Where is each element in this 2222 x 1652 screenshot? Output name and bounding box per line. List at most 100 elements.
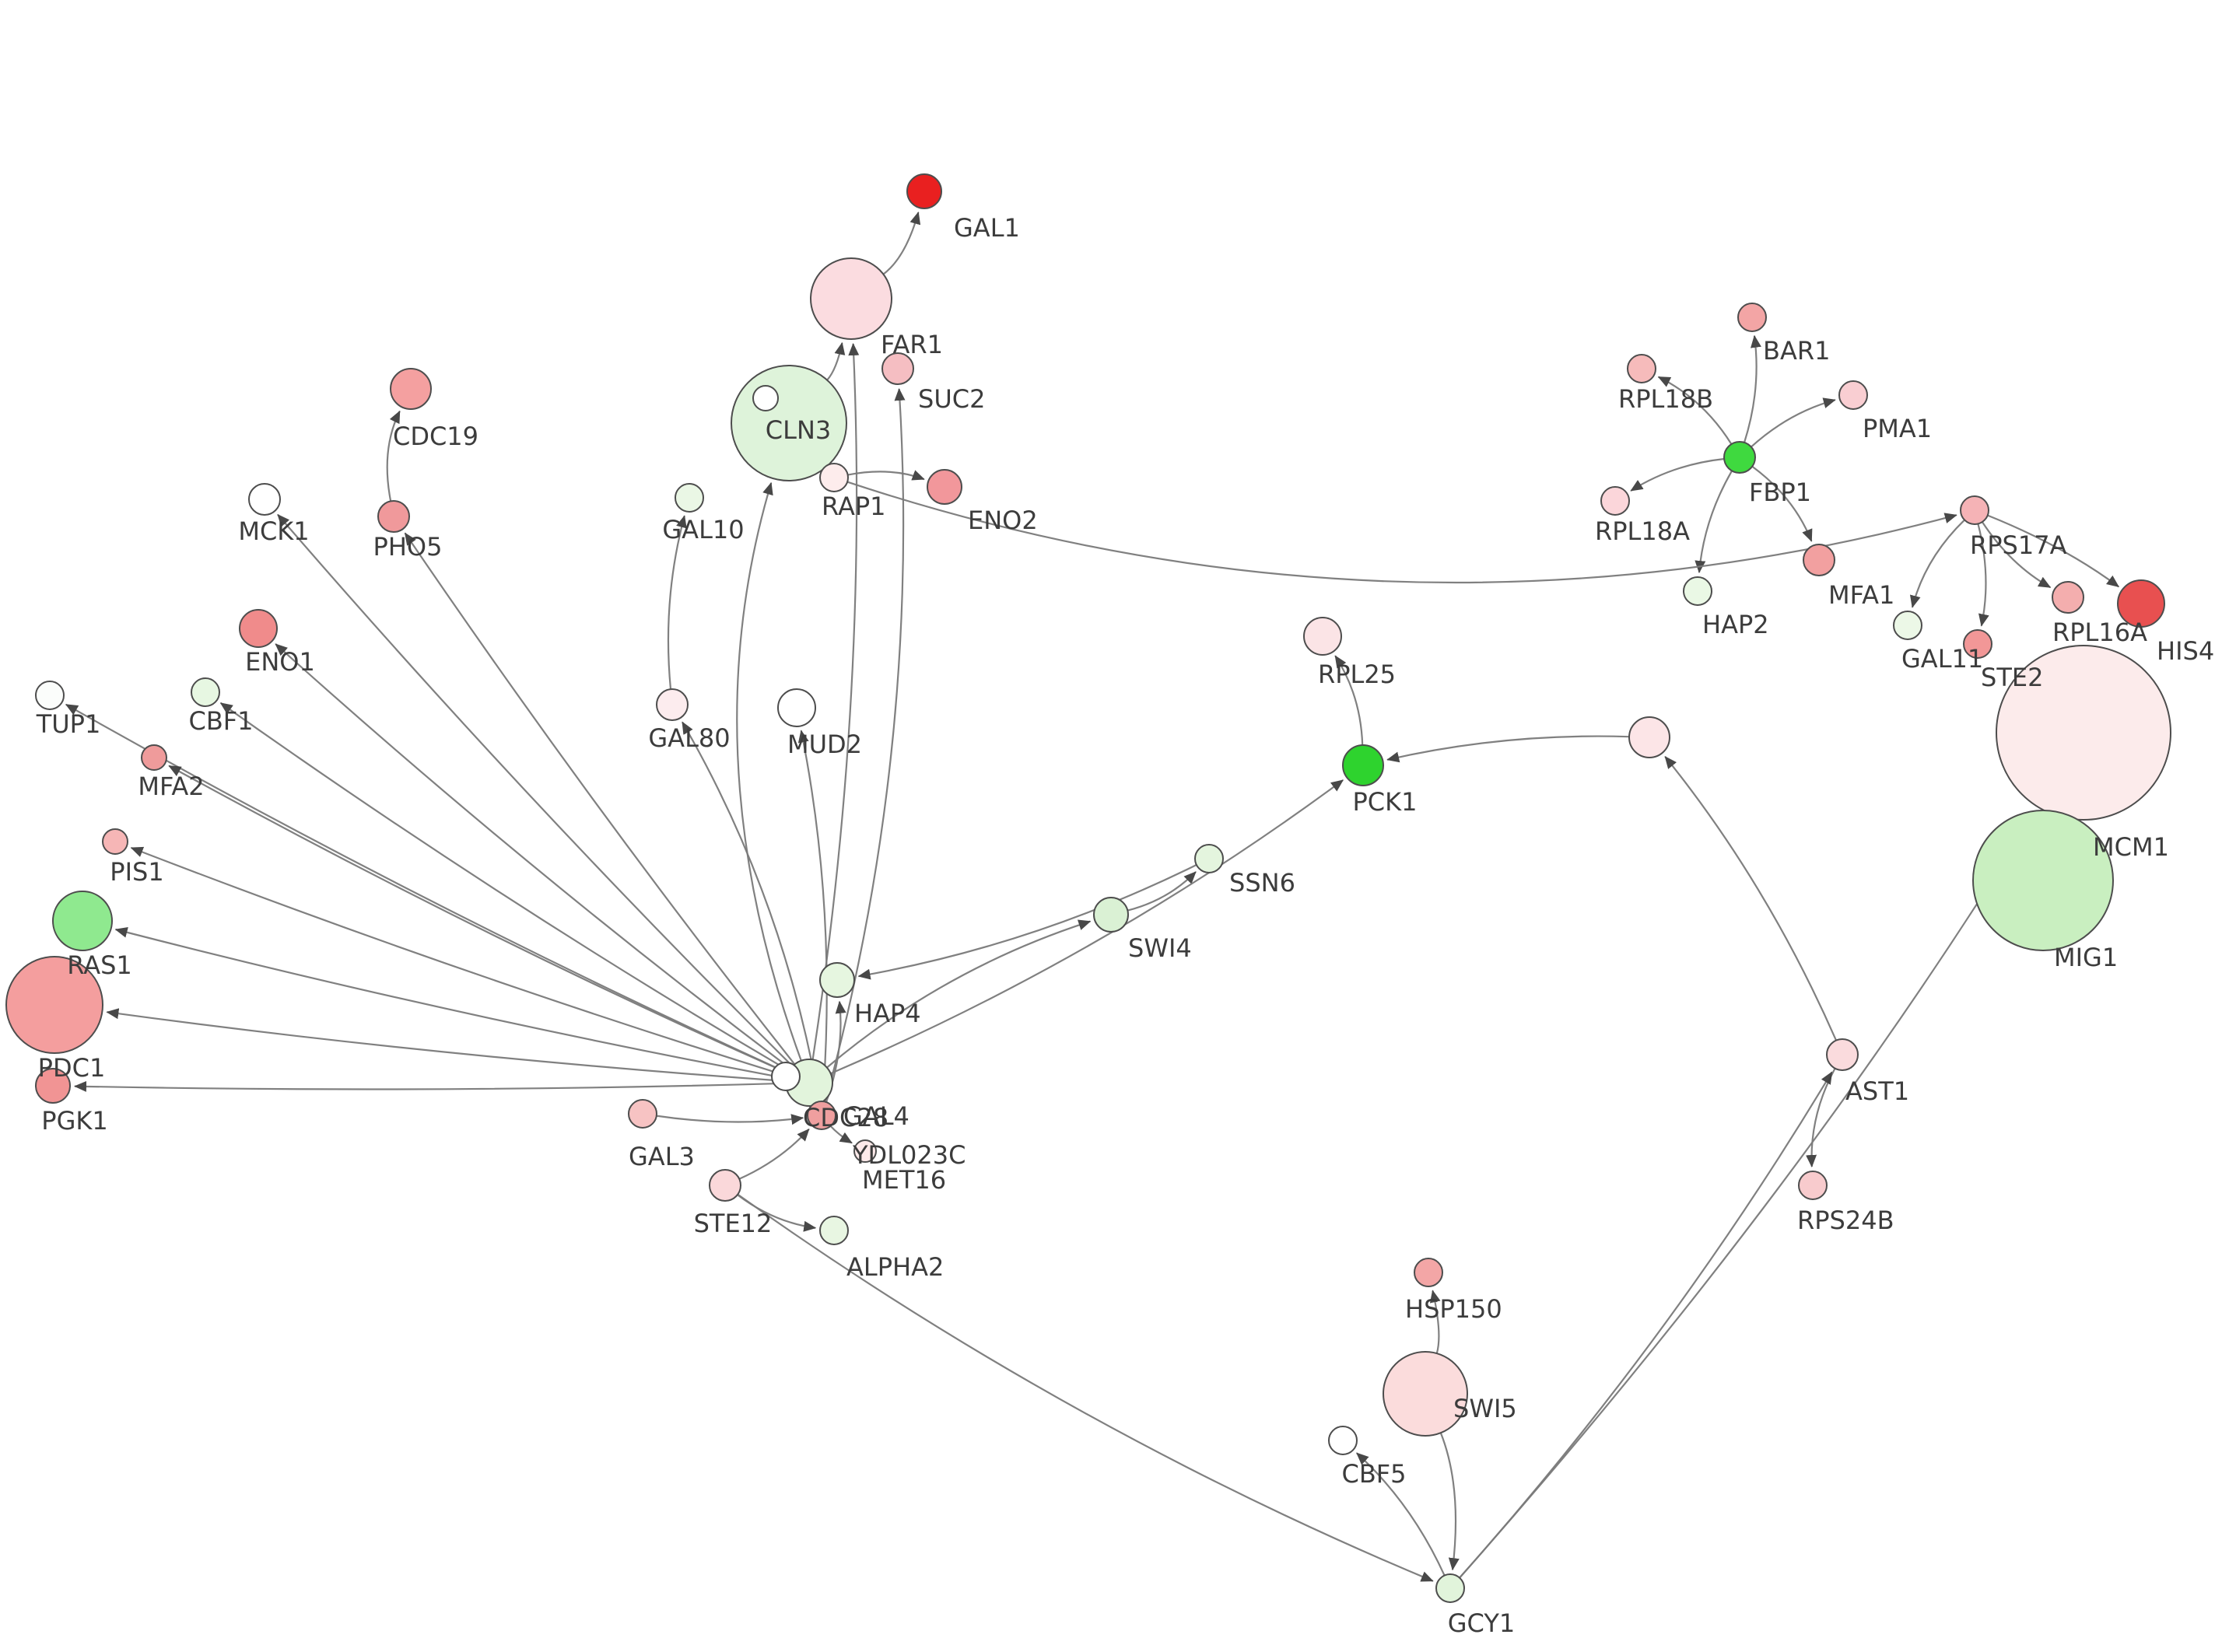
- node-RPL25[interactable]: [1303, 617, 1342, 656]
- node-RPS24B[interactable]: [1798, 1171, 1828, 1200]
- edge-GAL80-GAL10: [667, 515, 687, 690]
- edge-FBP1-HAP2: [1695, 470, 1733, 573]
- node-GCY1[interactable]: [1435, 1573, 1465, 1603]
- node-SWI4[interactable]: [1093, 897, 1129, 933]
- node-MIG1[interactable]: [1972, 810, 2114, 951]
- edge-FAR1-GAL1: [882, 212, 921, 275]
- node-label-RAP1: RAP1: [822, 492, 885, 521]
- node-AST1[interactable]: [1826, 1038, 1859, 1071]
- node-FBP1[interactable]: [1723, 441, 1756, 474]
- edge-CDC28-RAS1: [114, 926, 787, 1080]
- node-GAL80[interactable]: [656, 688, 689, 721]
- node-ENO1[interactable]: [239, 609, 278, 648]
- node-HSP150[interactable]: [1414, 1258, 1443, 1287]
- node-BAR1[interactable]: [1737, 303, 1767, 332]
- edge-RPS17A-STE2: [1977, 523, 1989, 627]
- node-PIS1[interactable]: [102, 828, 128, 855]
- node-label-GAL10: GAL10: [662, 515, 744, 544]
- node-STE12[interactable]: [709, 1169, 741, 1202]
- node-ALPHA2[interactable]: [819, 1216, 849, 1245]
- node-GAL4[interactable]: [807, 1101, 836, 1130]
- edges-layer: [65, 212, 2120, 1582]
- node-label-HAP2: HAP2: [1702, 610, 1769, 639]
- node-label-GAL11: GAL11: [1901, 644, 1983, 674]
- node-MET16[interactable]: [853, 1139, 877, 1163]
- node-label-CDC19: CDC19: [393, 422, 478, 451]
- node-PDC1[interactable]: [5, 956, 103, 1054]
- node-label-CBF5: CBF5: [1341, 1459, 1406, 1489]
- node-HIS4[interactable]: [2117, 579, 2165, 628]
- edge-u2-PCK1: [1386, 735, 1630, 763]
- edge-SWI5-HSP150: [1429, 1290, 1441, 1354]
- node-RAS1[interactable]: [52, 891, 113, 951]
- node-label-YDL023C: YDL023C: [852, 1140, 966, 1170]
- node-GAL11[interactable]: [1893, 611, 1922, 640]
- node-CBF1[interactable]: [191, 677, 220, 707]
- node-SSN6[interactable]: [1194, 844, 1224, 873]
- node-RPL16A[interactable]: [2052, 581, 2084, 614]
- node-label-HSP150: HSP150: [1405, 1294, 1502, 1324]
- node-label-CDC28: CDC28: [803, 1103, 888, 1132]
- node-MFA2[interactable]: [141, 744, 167, 771]
- node-FAR1[interactable]: [810, 257, 892, 340]
- node-SWI5[interactable]: [1383, 1351, 1468, 1437]
- node-ENO2[interactable]: [927, 469, 962, 505]
- node-MCM1[interactable]: [1996, 645, 2171, 821]
- node-CBF5[interactable]: [1328, 1426, 1358, 1455]
- nodes-layer: [5, 173, 2171, 1603]
- node-RPS17A[interactable]: [1960, 495, 1989, 525]
- node-label-MUD2: MUD2: [787, 730, 862, 759]
- node-PGK1[interactable]: [35, 1068, 71, 1104]
- node-PHO5[interactable]: [377, 500, 410, 533]
- node-unlabeled-u2[interactable]: [1628, 716, 1670, 758]
- node-RPL18B[interactable]: [1627, 354, 1656, 383]
- node-STE2[interactable]: [1963, 629, 1992, 659]
- node-label-MIG1: MIG1: [2054, 943, 2118, 972]
- node-GAL1[interactable]: [906, 173, 942, 209]
- edge-STE12-GCY1: [737, 1193, 1434, 1582]
- edge-CDC28-MFA2: [168, 765, 789, 1074]
- node-TUP1[interactable]: [35, 681, 65, 710]
- node-SUC2[interactable]: [881, 352, 914, 385]
- node-label-CLN3: CLN3: [766, 415, 831, 445]
- node-unlabeled-u1[interactable]: [752, 385, 779, 411]
- edge-GAL4-SUC2: [824, 388, 906, 1102]
- node-RPL18A[interactable]: [1600, 486, 1630, 516]
- node-label-FAR1: FAR1: [881, 330, 943, 359]
- node-MUD2[interactable]: [777, 688, 816, 727]
- node-label-GAL80: GAL80: [648, 723, 730, 753]
- node-MCK1[interactable]: [248, 483, 281, 516]
- edge-GCY1-MCM1: [1459, 810, 2037, 1579]
- node-label-STE2: STE2: [1981, 663, 2043, 692]
- node-label-MET16: MET16: [862, 1165, 946, 1195]
- node-PMA1[interactable]: [1838, 380, 1868, 410]
- node-GAL3[interactable]: [628, 1099, 657, 1129]
- edge-CDC28-PDC1: [106, 1008, 787, 1083]
- node-HAP2[interactable]: [1683, 576, 1712, 606]
- node-label-SWI4: SWI4: [1128, 933, 1192, 963]
- node-label-SUC2: SUC2: [918, 384, 985, 414]
- edge-CDC28-CBF1: [219, 702, 790, 1072]
- node-MFA1[interactable]: [1803, 544, 1835, 576]
- node-label-MCM1: MCM1: [2093, 832, 2169, 862]
- node-label-STE12: STE12: [694, 1209, 773, 1238]
- node-label-GCY1: GCY1: [1448, 1608, 1515, 1638]
- node-HAP4[interactable]: [819, 962, 855, 998]
- node-CDC19[interactable]: [390, 368, 432, 410]
- node-label-HIS4: HIS4: [2157, 636, 2214, 666]
- node-label-RPL16A: RPL16A: [2052, 618, 2147, 647]
- node-label-PDC1: PDC1: [38, 1053, 106, 1083]
- node-label-ENO1: ENO1: [245, 647, 315, 677]
- node-PCK1[interactable]: [1342, 744, 1384, 786]
- node-YDL023C[interactable]: [771, 1062, 801, 1091]
- node-label-MCK1: MCK1: [238, 516, 309, 546]
- node-GAL10[interactable]: [675, 483, 704, 513]
- node-label-RPL18A: RPL18A: [1595, 516, 1690, 546]
- edge-CLN3-FAR1: [826, 341, 846, 381]
- edge-RPS17A-GAL11: [1909, 519, 1965, 608]
- node-label-RPL25: RPL25: [1318, 660, 1396, 689]
- node-RAP1[interactable]: [819, 463, 849, 492]
- edge-CDC28-PIS1: [130, 846, 787, 1077]
- node-label-RPS24B: RPS24B: [1797, 1206, 1894, 1235]
